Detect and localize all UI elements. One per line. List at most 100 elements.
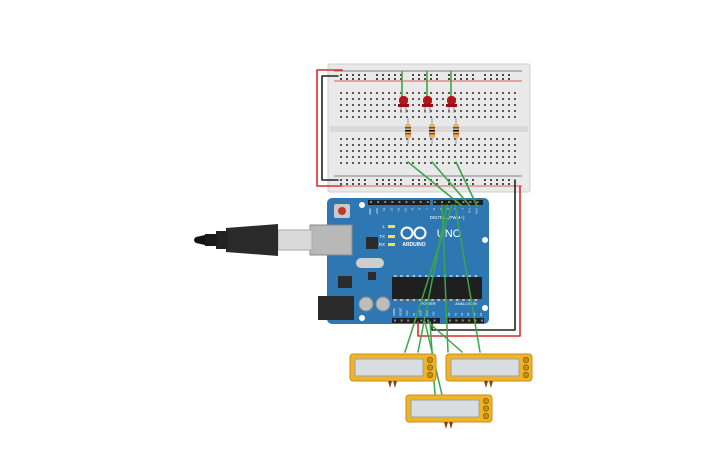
resistor-1[interactable] bbox=[405, 118, 411, 144]
terminal-hole bbox=[340, 138, 342, 140]
analog-label: ANALOG IN bbox=[455, 301, 477, 306]
power-pin-socket[interactable] bbox=[427, 319, 429, 322]
power-pin-socket[interactable] bbox=[420, 319, 423, 322]
terminal-hole bbox=[508, 150, 510, 152]
digital-pin-socket[interactable] bbox=[370, 201, 372, 203]
digital-pin-socket[interactable] bbox=[462, 201, 465, 203]
digital-pin-socket[interactable] bbox=[405, 201, 408, 203]
digital-pin-socket[interactable] bbox=[469, 201, 472, 203]
terminal-hole bbox=[448, 162, 450, 164]
analog-pin-socket[interactable] bbox=[468, 319, 471, 322]
wire-green-signal3[interactable] bbox=[455, 161, 478, 207]
digital-pin-socket[interactable] bbox=[377, 201, 380, 203]
usb-cable[interactable] bbox=[194, 224, 313, 256]
terminal-hole bbox=[502, 138, 504, 140]
digital-pin-label: ~10 bbox=[404, 207, 408, 212]
wire-red-rail-loop[interactable] bbox=[316, 69, 343, 187]
digital-pin-socket[interactable] bbox=[441, 201, 443, 203]
rail-hole bbox=[454, 78, 456, 80]
terminal-hole bbox=[484, 92, 486, 94]
wire-red-5v[interactable] bbox=[417, 185, 521, 337]
rail-hole bbox=[484, 74, 486, 76]
terminal-hole bbox=[478, 150, 480, 152]
rail-hole bbox=[412, 183, 414, 185]
terminal-hole bbox=[508, 110, 510, 112]
terminal-hole bbox=[484, 162, 486, 164]
rail-hole bbox=[418, 179, 420, 181]
terminal-hole bbox=[358, 98, 360, 100]
terminal-hole bbox=[370, 156, 372, 158]
terminal-hole bbox=[484, 98, 486, 100]
usb-plug-metal bbox=[277, 229, 313, 251]
power-pin-socket[interactable] bbox=[407, 319, 410, 322]
wire-green-pot1[interactable] bbox=[404, 204, 453, 353]
wire-green-pot2[interactable] bbox=[454, 204, 481, 353]
rail-hole bbox=[346, 183, 348, 185]
terminal-hole bbox=[406, 144, 408, 146]
analog-pin-socket[interactable] bbox=[461, 319, 464, 322]
wire-green-pot-gnd[interactable] bbox=[427, 321, 463, 353]
led-1[interactable] bbox=[398, 96, 409, 113]
analog-pin-label: A0 bbox=[447, 312, 451, 316]
terminal-hole bbox=[340, 110, 342, 112]
digital-pin-socket[interactable] bbox=[384, 201, 387, 203]
power-pin-socket[interactable] bbox=[394, 319, 396, 322]
terminal-hole bbox=[484, 104, 486, 106]
terminal-hole bbox=[388, 104, 390, 106]
terminal-hole bbox=[418, 162, 420, 164]
digital-pin-socket[interactable] bbox=[398, 201, 401, 203]
power-header[interactable] bbox=[392, 318, 440, 323]
terminal-hole bbox=[340, 156, 342, 158]
digital-pin-socket[interactable] bbox=[476, 201, 479, 203]
microcontroller-chip bbox=[392, 277, 482, 299]
terminal-hole bbox=[370, 162, 372, 164]
analog-pin-socket[interactable] bbox=[481, 319, 483, 322]
resistor-2[interactable] bbox=[429, 118, 435, 144]
terminal-hole bbox=[376, 116, 378, 118]
rail-hole bbox=[436, 179, 438, 181]
analog-pin-socket[interactable] bbox=[455, 319, 458, 322]
rail-hole bbox=[490, 179, 492, 181]
rail-hole bbox=[430, 78, 432, 80]
power-jack[interactable] bbox=[318, 296, 354, 320]
rail-hole bbox=[364, 74, 366, 76]
led-3[interactable] bbox=[446, 96, 457, 113]
digital-pin-socket[interactable] bbox=[412, 201, 415, 203]
reset-button-cap[interactable] bbox=[338, 207, 346, 215]
analog-pin-socket[interactable] bbox=[474, 319, 477, 322]
resistor-3[interactable] bbox=[453, 118, 459, 144]
power-pin-socket[interactable] bbox=[433, 319, 436, 322]
wire-green-pot1b[interactable] bbox=[417, 204, 448, 353]
wire-green-pot2b[interactable] bbox=[441, 204, 449, 353]
slide-potentiometer-1[interactable] bbox=[349, 353, 437, 388]
rail-hole bbox=[382, 74, 384, 76]
analog-header[interactable] bbox=[446, 318, 484, 323]
wire-green-signal2[interactable] bbox=[431, 161, 471, 207]
slide-potentiometer-2[interactable] bbox=[445, 353, 533, 388]
digital-pin-socket[interactable] bbox=[391, 201, 394, 203]
terminal-hole bbox=[436, 150, 438, 152]
digital-pin-socket[interactable] bbox=[433, 201, 436, 203]
digital-pin-socket[interactable] bbox=[448, 201, 451, 203]
terminal-hole bbox=[424, 92, 426, 94]
wire-green-signal1[interactable] bbox=[407, 161, 463, 207]
analog-pin-socket[interactable] bbox=[449, 319, 451, 322]
terminal-hole bbox=[478, 156, 480, 158]
wire-black-rail-loop[interactable] bbox=[321, 75, 339, 181]
rail-hole bbox=[424, 78, 426, 80]
power-pin-socket[interactable] bbox=[400, 319, 403, 322]
wires bbox=[316, 69, 521, 396]
rail-hole bbox=[358, 74, 360, 76]
digital-pin-socket[interactable] bbox=[426, 201, 429, 203]
chip-pin bbox=[406, 299, 409, 301]
usb-port[interactable] bbox=[309, 224, 353, 256]
led-2[interactable] bbox=[422, 96, 433, 113]
terminal-hole bbox=[478, 92, 480, 94]
slide-potentiometer-3[interactable] bbox=[405, 394, 493, 429]
terminal-hole bbox=[466, 162, 468, 164]
digital-pin-socket[interactable] bbox=[419, 201, 422, 203]
chip-pin bbox=[412, 275, 416, 277]
